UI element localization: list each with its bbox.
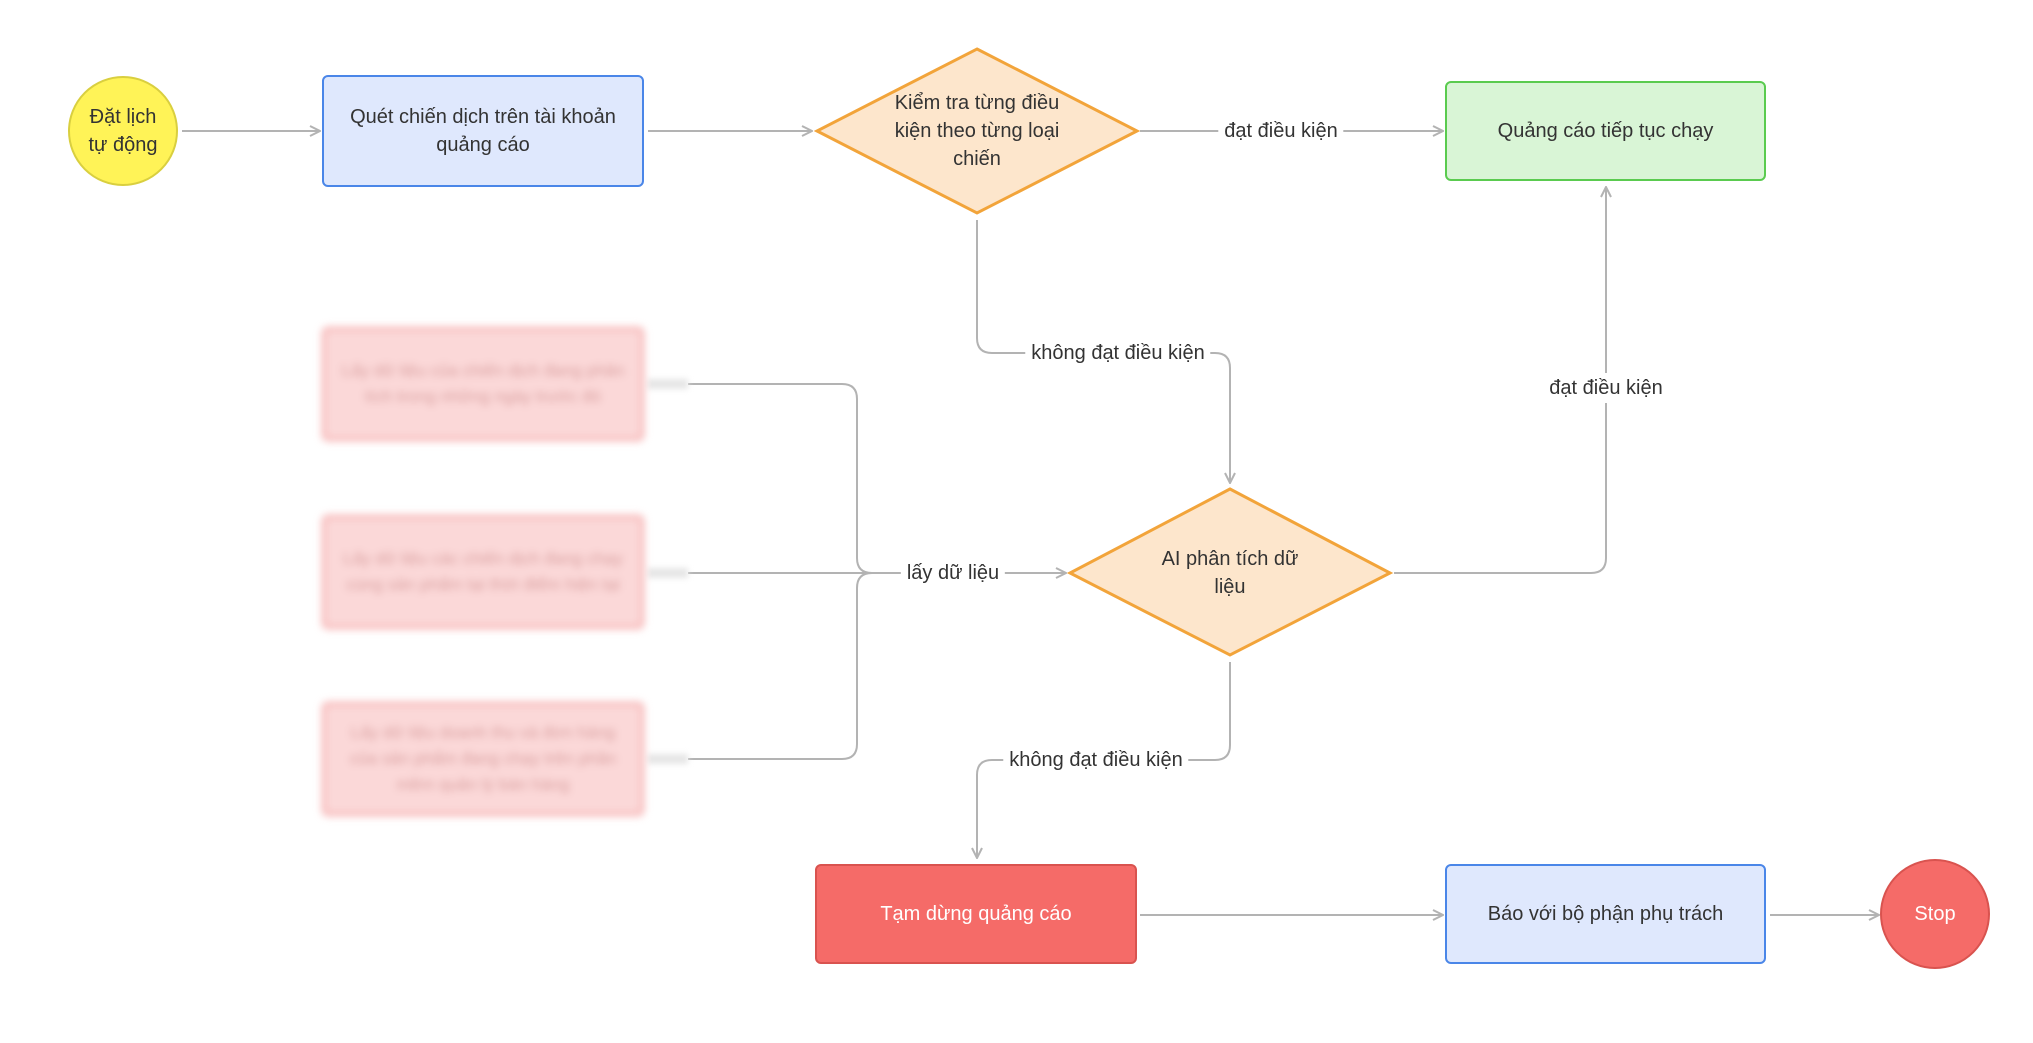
blur-connector-2 bbox=[648, 568, 688, 578]
edge-label-ai-fail: không đạt điều kiện bbox=[1003, 745, 1189, 775]
pause-label: Tạm dừng quảng cáo bbox=[880, 903, 1072, 925]
stop-node[interactable]: Stop bbox=[1880, 859, 1990, 969]
start-node[interactable]: Đặt lịch tự động bbox=[68, 76, 178, 186]
ai-diamond bbox=[1066, 487, 1394, 657]
edge-label-ai-pass: đạt điều kiện bbox=[1543, 373, 1669, 403]
scan-node[interactable]: Quét chiến dịch trên tài khoản quảng cáo bbox=[322, 75, 644, 187]
pause-node[interactable]: Tạm dừng quảng cáo bbox=[815, 864, 1137, 964]
data-source-node-1[interactable]: Lấy dữ liệu của chiến dịch đang phân tíc… bbox=[322, 327, 644, 441]
data-source-node-3[interactable]: Lấy dữ liệu doanh thu và đơn hàng của sả… bbox=[322, 702, 644, 816]
data-source-label-3: Lấy dữ liệu doanh thu và đơn hàng của sả… bbox=[349, 723, 617, 794]
continue-node[interactable]: Quảng cáo tiếp tục chạy bbox=[1445, 81, 1766, 181]
check-node[interactable]: Kiểm tra từng điều kiện theo từng loại c… bbox=[887, 86, 1067, 176]
edge-label-check-fail: không đạt điều kiện bbox=[1025, 338, 1211, 368]
start-label: Đặt lịch tự động bbox=[88, 106, 158, 156]
blur-connector-1 bbox=[648, 379, 688, 389]
data-source-label-1: Lấy dữ liệu của chiến dịch đang phân tíc… bbox=[341, 361, 625, 406]
check-label: Kiểm tra từng điều kiện theo từng loại c… bbox=[894, 92, 1060, 170]
edge-label-get-data: lấy dữ liệu bbox=[900, 558, 1006, 588]
continue-label: Quảng cáo tiếp tục chạy bbox=[1497, 120, 1714, 142]
report-node[interactable]: Báo với bộ phận phụ trách bbox=[1445, 864, 1766, 964]
data-source-node-2[interactable]: Lấy dữ liệu các chiến dịch đang chạy cùn… bbox=[322, 515, 644, 629]
blur-connector-3 bbox=[648, 754, 688, 764]
data-source-label-2: Lấy dữ liệu các chiến dịch đang chạy cùn… bbox=[343, 549, 623, 594]
scan-label: Quét chiến dịch trên tài khoản quảng cáo bbox=[350, 106, 616, 156]
ai-label: AI phân tích dữ liệu bbox=[1161, 548, 1299, 598]
check-diamond bbox=[813, 47, 1141, 215]
stop-label: Stop bbox=[1914, 903, 1956, 925]
ai-node[interactable]: AI phân tích dữ liệu bbox=[1145, 540, 1315, 606]
report-label: Báo với bộ phận phụ trách bbox=[1487, 903, 1724, 925]
edge-data3-to-join bbox=[688, 572, 873, 760]
edge-data1-to-join bbox=[688, 383, 873, 574]
edge-label-check-pass: đạt điều kiện bbox=[1218, 116, 1344, 146]
edge-ai-to-continue bbox=[1394, 187, 1606, 574]
